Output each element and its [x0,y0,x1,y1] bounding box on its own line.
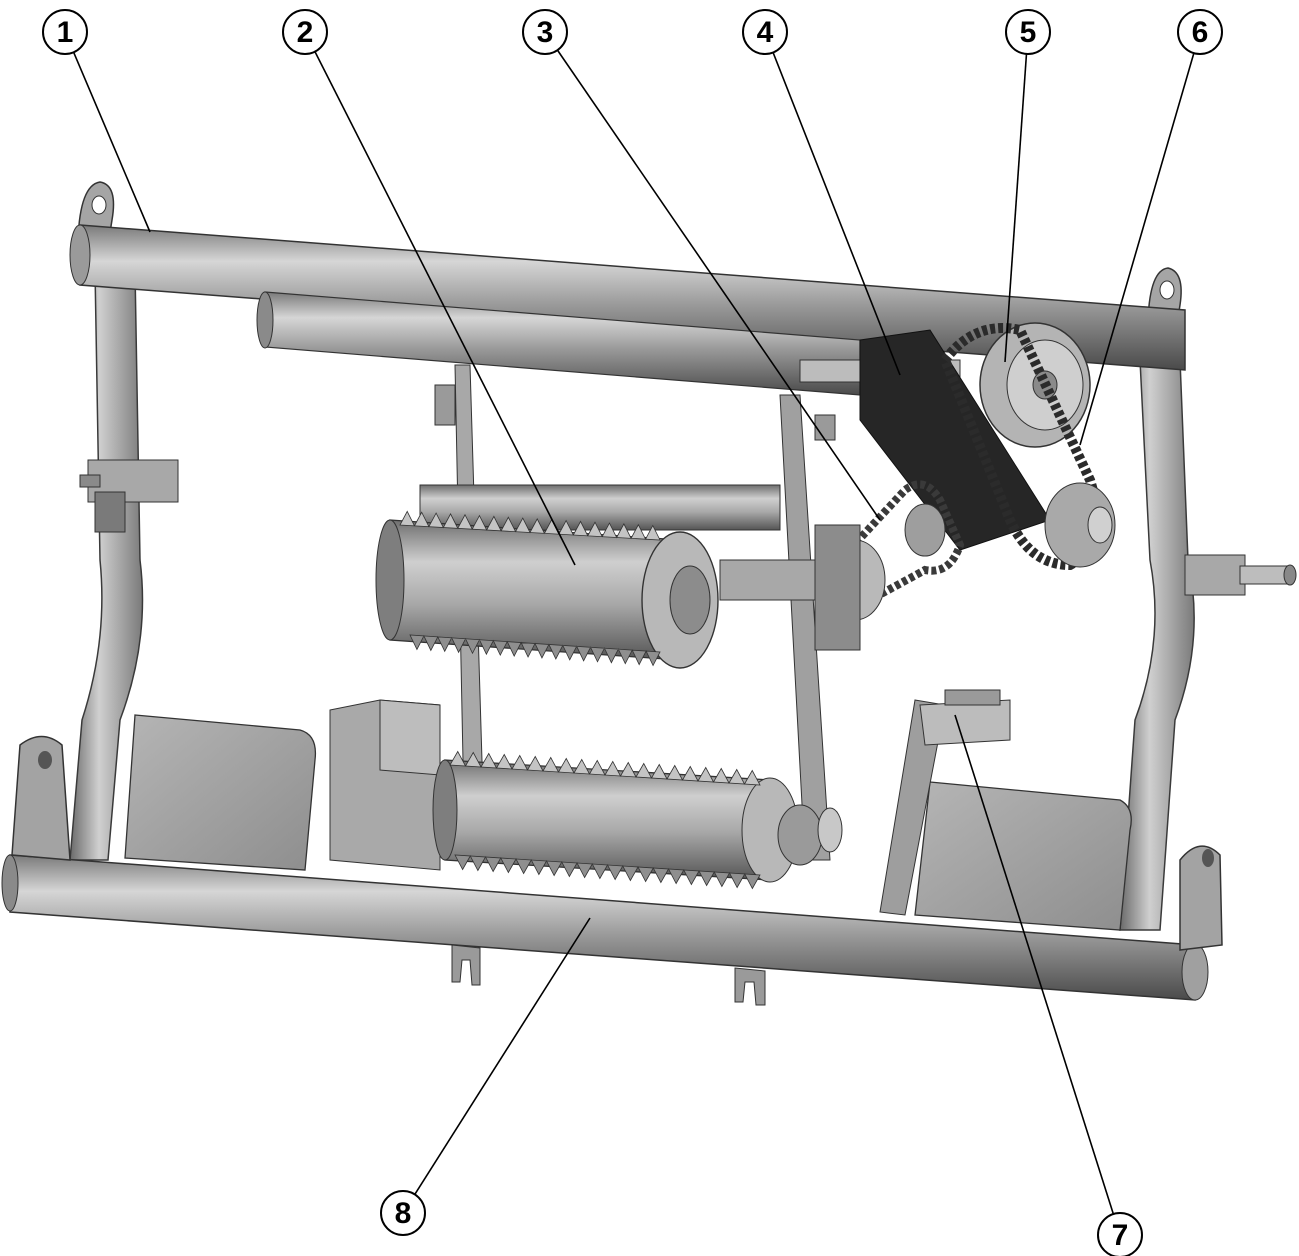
callout-circle-2 [282,9,328,55]
right-end-plate [1179,845,1223,951]
callouts: 1 2 3 4 5 6 7 8 [42,9,1223,1256]
gearbox [329,699,441,871]
callout-number-4: 4 [757,16,774,49]
callout-circle-8 [380,1190,426,1236]
left-end-plate [11,735,71,861]
frame [1,181,1297,1006]
drive-assembly [719,322,1116,651]
right-side-bracket [1184,554,1246,596]
left-frame-post [69,269,144,861]
callout-leader-6 [1079,52,1195,446]
callout-number-8: 8 [395,1197,412,1230]
callout-circle-4 [742,9,788,55]
callout-number-3: 3 [537,16,554,49]
right-frame-post [1119,359,1195,931]
callout-number-7: 7 [1112,1219,1129,1252]
callout-circle-6 [1177,9,1223,55]
callout-leader-7 [954,714,1115,1215]
callout-leader-8 [414,917,591,1195]
callout-leader-3 [556,49,881,521]
callout-circle-7 [1097,1212,1143,1256]
chain-tensioner-bracket [919,699,1011,746]
callout-leader-2 [314,51,576,566]
callout-circle-5 [1005,9,1051,55]
callout-number-2: 2 [297,16,314,49]
chain-case [859,329,1051,551]
left-shield-plate [124,714,317,871]
lower-spiked-roller [432,750,843,890]
callout-circle-3 [522,9,568,55]
callout-circle-1 [42,9,88,55]
right-shield-plate [914,781,1132,931]
callout-number-5: 5 [1020,16,1037,49]
callout-leader-4 [772,52,901,376]
callout-leader-5 [1004,53,1028,363]
callout-leader-1 [72,51,151,233]
callout-number-6: 6 [1192,16,1209,49]
upper-spiked-roller [375,484,781,669]
callout-number-1: 1 [57,16,74,49]
